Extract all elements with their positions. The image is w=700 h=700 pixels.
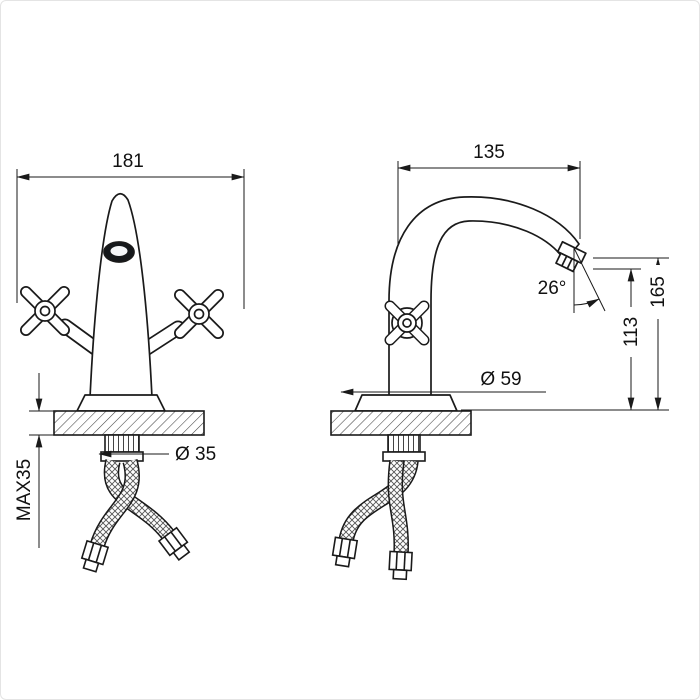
dimension-max-deck-thickness [29,373,63,548]
dim-text-mask [646,265,668,319]
front-view: 181 [14,151,245,573]
dimension-spout-angle [573,247,606,313]
dim-label-max35: MAX35 [14,459,35,521]
dim-label-181: 181 [112,151,144,172]
dim-label-165: 165 [648,276,669,308]
hose-fitting [388,550,413,581]
dim-text-mask [619,307,641,357]
left-handle [20,286,70,336]
spout-body-front [89,192,153,399]
hose-fitting [157,526,191,561]
dim-label-dia35: Ø 35 [175,444,216,465]
side-handle [384,300,430,346]
supply-hoses-side [338,459,419,555]
dim-label-dia59: Ø 59 [480,369,521,390]
deck-side [330,410,472,462]
base-flange-front [76,394,166,412]
hose-fitting [80,539,110,573]
gooseneck-spout [388,196,580,399]
dimension-overall-width [16,169,245,309]
right-handle [174,289,224,339]
faucet-front-body [20,192,224,412]
dim-label-113: 113 [621,317,642,347]
faucet-side-body [354,196,587,412]
hose-fitting [331,536,359,568]
side-view: 135 [330,142,669,581]
supply-hoses-front [89,458,176,549]
dim-label-135: 135 [473,142,505,163]
deck-front [53,410,205,462]
base-flange-side [354,394,458,412]
dim-label-26deg: 26° [538,278,567,299]
